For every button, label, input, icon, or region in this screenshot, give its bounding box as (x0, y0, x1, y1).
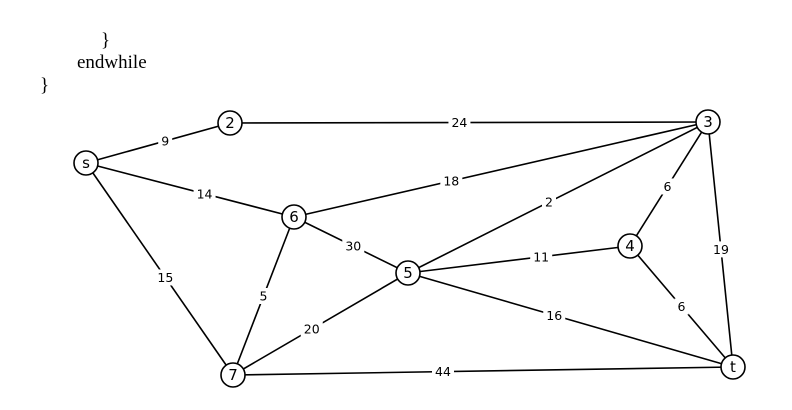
edge-weight-3-t: 19 (713, 242, 729, 257)
edge-weight-s-7: 15 (157, 270, 173, 285)
node-t: t (720, 354, 746, 380)
edge-weight-4-t: 6 (678, 299, 686, 314)
edge-weight-s-2: 9 (161, 134, 169, 149)
edge-6-3 (293, 121, 709, 218)
edge-weight-background (440, 172, 463, 189)
node-label-5: 5 (403, 264, 413, 282)
edge-5-3 (407, 121, 709, 274)
edge-weight-7-t: 44 (435, 364, 451, 379)
node-3: 3 (695, 109, 721, 135)
node-7: 7 (220, 362, 246, 388)
node-label-t: t (730, 358, 736, 376)
edge-weight-background (154, 269, 177, 286)
edge-weight-background (158, 133, 173, 149)
edge-weight-background (710, 241, 732, 258)
edge-weight-background (432, 363, 454, 380)
edge-5-4 (407, 245, 631, 274)
edge-5-t (407, 272, 734, 368)
endwhile-keyword: endwhile (77, 52, 147, 73)
edge-s-6 (85, 162, 295, 218)
node-circle (220, 362, 246, 388)
nodes-layer: s 2 3 4 5 6 7 t (73, 109, 746, 388)
edge-weight-6-5: 30 (345, 239, 361, 254)
edge-weight-2-3: 24 (451, 115, 467, 130)
edge-weight-background (674, 298, 689, 315)
edge-weight-background (256, 288, 271, 304)
node-5: 5 (395, 260, 421, 286)
edge-weight-background (342, 238, 365, 255)
edge-weight-7-5: 20 (304, 322, 320, 337)
node-s: s (73, 150, 99, 176)
edge-weight-3-4: 6 (663, 179, 671, 194)
node-circle (217, 110, 243, 136)
edge-weight-background (543, 307, 566, 324)
node-circle (281, 204, 307, 230)
edge-weight-5-3: 2 (545, 195, 553, 210)
node-label-3: 3 (703, 113, 713, 131)
edge-7-t (232, 366, 734, 376)
node-circle (73, 150, 99, 176)
node-label-2: 2 (225, 114, 235, 132)
node-label-s: s (82, 154, 90, 172)
edge-weight-5-t: 16 (546, 308, 562, 323)
node-circle (395, 260, 421, 286)
edge-weight-6-7: 5 (260, 289, 268, 304)
edge-weight-5-4: 11 (533, 249, 549, 264)
edge-weight-background (193, 185, 216, 202)
node-label-7: 7 (228, 366, 238, 384)
edge-weight-s-6: 14 (197, 186, 213, 201)
node-6: 6 (281, 204, 307, 230)
edge-weight-background (300, 321, 323, 338)
node-circle (617, 233, 643, 259)
closing-brace-inner: } (101, 30, 111, 51)
edge-weight-background (530, 248, 553, 265)
edge-weight-background (542, 194, 556, 211)
node-label-4: 4 (625, 237, 635, 255)
node-circle (695, 109, 721, 135)
closing-brace-outer: } (40, 75, 50, 96)
edge-weight-background (448, 114, 471, 131)
node-label-6: 6 (289, 208, 299, 226)
edge-s-2 (85, 122, 231, 164)
node-2: 2 (217, 110, 243, 136)
node-4: 4 (617, 233, 643, 259)
edge-weight-6-3: 18 (443, 173, 459, 188)
edge-weight-background (660, 178, 675, 195)
edge-s-7 (85, 162, 234, 376)
node-circle (720, 354, 746, 380)
